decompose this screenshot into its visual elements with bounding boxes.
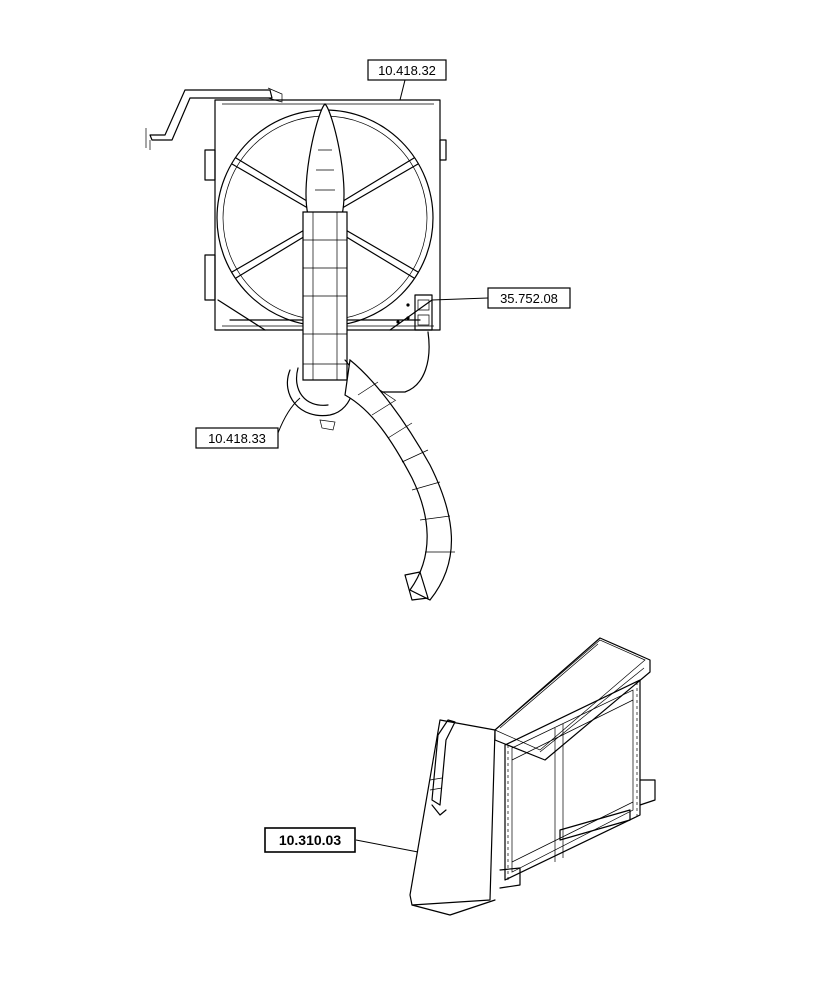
callout-top-shroud-box (367, 59, 447, 81)
callout-radiator-label: 10.310.03 (279, 832, 341, 848)
callout-top-shroud-label: 10.418.32 (378, 63, 436, 78)
callout-top-shroud-leader (399, 79, 406, 101)
radiator-assembly (409, 637, 656, 916)
callout-radiator-leader (355, 839, 419, 853)
callout-duct-label: 10.418.33 (208, 431, 266, 446)
callout-duct-leader (277, 397, 301, 434)
callout-sensor-box (487, 287, 571, 309)
callout-sensor-label: 35.752.08 (500, 291, 558, 306)
callout-radiator: 10.310.03 (264, 827, 419, 853)
callout-radiator-box (264, 827, 356, 853)
callout-sensor-leader (431, 297, 489, 301)
callout-duct: 10.418.33 (195, 397, 301, 449)
callout-duct-box (195, 427, 279, 449)
fan-shroud-assembly (145, 87, 455, 601)
callout-sensor: 35.752.08 (431, 287, 571, 309)
callout-top-shroud: 10.418.32 (367, 59, 447, 101)
